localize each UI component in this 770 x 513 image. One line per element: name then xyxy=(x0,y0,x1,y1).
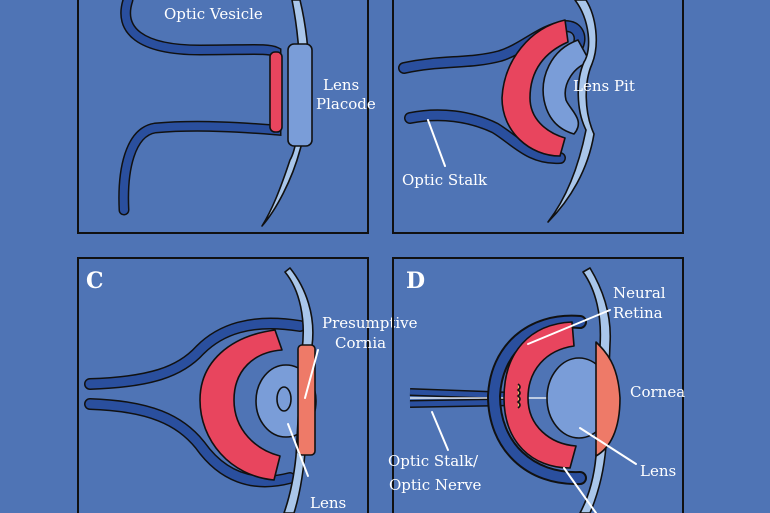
optic-disc xyxy=(516,383,521,409)
optic-vesicle-label: Optic Vesicle xyxy=(164,5,263,23)
panel-d-frame xyxy=(392,257,684,513)
optic-cup-red-b xyxy=(501,19,569,157)
panel-c-letter: C xyxy=(86,268,104,294)
lens-pit-shape xyxy=(542,39,591,135)
lens-c-pointer xyxy=(287,423,309,477)
optic-stalk-nerve-label-line1: Optic Stalk/ xyxy=(388,452,479,470)
panel-d: D Neural Retina Cornea Lens Optic Stalk/… xyxy=(388,257,685,513)
panel-a-frame xyxy=(77,0,369,234)
panel-c: C Presumptive Cornia Lens xyxy=(77,257,418,513)
optic-stalk-lower-wall xyxy=(405,110,565,163)
optic-stalk-label: Optic Stalk xyxy=(402,171,488,189)
cornea-shape xyxy=(595,341,621,457)
lens-d-label: Lens xyxy=(640,462,676,480)
presumptive-cornia-label-line2: Cornia xyxy=(335,334,386,352)
optic-vesicle-outline xyxy=(118,0,282,216)
lens-vesicle-lumen-c xyxy=(276,386,292,412)
panel-b-frame xyxy=(392,0,684,234)
lens-c-label: Lens xyxy=(310,494,346,512)
optic-stalk-d-pointer xyxy=(431,411,449,451)
optic-cup-upper-wall xyxy=(85,319,305,389)
lens-pit-label: Lens Pit xyxy=(573,77,635,95)
optic-vesicle-red-segment xyxy=(269,51,283,133)
lens-placode-shape xyxy=(287,43,313,147)
optic-vesicle-wall xyxy=(119,0,280,214)
presumptive-cornia-shape xyxy=(297,344,316,456)
cornea-label: Cornea xyxy=(630,383,685,401)
lower-structure-pointer xyxy=(563,467,597,513)
lens-placode-label-line1: Lens xyxy=(323,76,359,94)
neural-retina-label-line2: Retina xyxy=(613,304,663,322)
pigment-layer xyxy=(488,316,585,484)
optic-stalk-nerve-label-line2: Optic Nerve xyxy=(389,476,482,494)
panel-c-frame xyxy=(77,257,369,513)
optic-stalk-pointer xyxy=(427,119,446,167)
neural-retina-d xyxy=(503,321,577,469)
optic-cup-lower-wall xyxy=(85,399,295,486)
lens-placode-label-line2: Placode xyxy=(316,95,376,113)
neural-retina-pointer xyxy=(527,309,611,345)
panel-a: Optic Vesicle Lens Placode xyxy=(77,0,376,234)
optic-nerve-wall xyxy=(409,389,521,407)
panel-d-letter: D xyxy=(406,268,425,294)
neural-retina-c xyxy=(199,329,283,481)
presumptive-cornia-pointer xyxy=(304,349,319,399)
lens-d-pointer xyxy=(579,427,637,465)
presumptive-cornia-label-line1: Presumptive xyxy=(322,314,418,332)
panel-b: Lens Pit Optic Stalk xyxy=(392,0,684,234)
surface-ectoderm-b xyxy=(547,0,598,223)
neural-retina-label-line1: Neural xyxy=(613,284,666,302)
